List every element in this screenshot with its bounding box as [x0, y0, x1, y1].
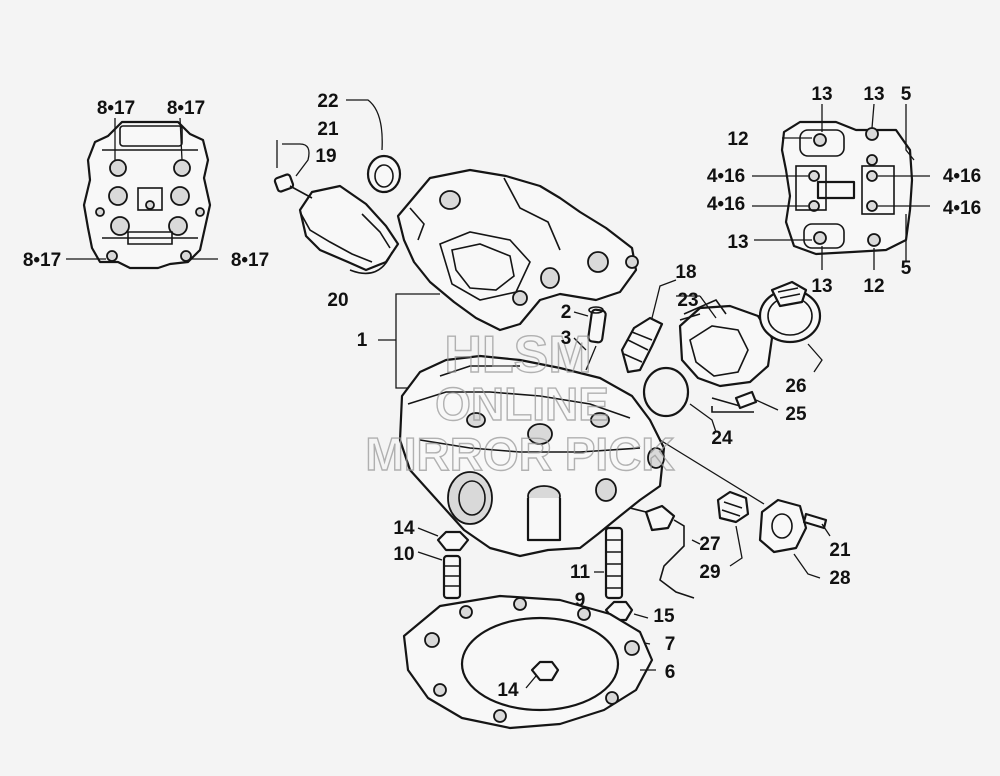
callout-11: 11 [570, 562, 591, 583]
callout-14-top: 14 [393, 518, 415, 539]
cylinder-head [398, 354, 666, 558]
callout-13-top-a: 13 [811, 84, 832, 105]
callout-4-16-left-top: 4•16 [707, 166, 745, 187]
cover-bolt-pattern [752, 103, 930, 270]
temperature-sensor [629, 504, 701, 599]
callout-5-top: 5 [901, 84, 912, 105]
hose-clamp [758, 280, 823, 373]
intake-boot [676, 295, 774, 388]
callout-4-16-right-bottom: 4•16 [943, 198, 981, 219]
callout-3: 3 [561, 328, 572, 349]
stud-short-left [417, 551, 462, 600]
seal-ring [346, 99, 402, 194]
callout-21-bottom: 21 [829, 540, 851, 561]
callout-labels: 8•17 8•17 8•17 8•17 22 21 19 20 1 2 3 18… [23, 84, 981, 701]
callout-4-16-left-bottom: 4•16 [707, 194, 745, 215]
callout-8-17-bottom-left: 8•17 [23, 250, 61, 271]
callout-12-bottom: 12 [863, 276, 884, 297]
callout-18: 18 [675, 262, 696, 283]
thermostat-housing [659, 439, 831, 579]
callout-1: 1 [357, 330, 368, 351]
callout-8-17-top-right: 8•17 [167, 98, 205, 119]
screw [711, 390, 779, 413]
callout-10: 10 [393, 544, 414, 565]
thermostat [716, 490, 750, 567]
callout-29: 29 [699, 562, 720, 583]
callout-14-bottom: 14 [497, 680, 519, 701]
callout-24: 24 [711, 428, 733, 449]
callout-25: 25 [785, 404, 807, 425]
callout-8-17-top-left: 8•17 [97, 98, 135, 119]
stud-long [594, 526, 624, 600]
watermark-line1: HLSM [444, 326, 591, 384]
o-ring [642, 366, 717, 433]
callout-28: 28 [829, 568, 850, 589]
callout-12-top: 12 [727, 129, 748, 150]
callout-4-16-right-top: 4•16 [943, 166, 981, 187]
callout-15: 15 [653, 606, 675, 627]
cylinder-head-top-view [66, 117, 218, 270]
callout-13-left: 13 [727, 232, 748, 253]
callout-2: 2 [561, 302, 572, 323]
callout-7: 7 [665, 634, 676, 655]
watermark-line3: MIRROR PICK [365, 428, 674, 480]
callout-26: 26 [785, 376, 806, 397]
spark-plug [620, 279, 677, 374]
valve-cover [273, 140, 400, 275]
callout-27: 27 [699, 534, 720, 555]
callout-9: 9 [575, 590, 586, 611]
callout-21-top: 21 [317, 119, 339, 140]
callout-13-top-b: 13 [863, 84, 884, 105]
cam-housing [396, 168, 639, 332]
callout-13-bottom: 13 [811, 276, 832, 297]
callout-20: 20 [327, 290, 348, 311]
watermark: HLSM ONLINE MIRROR PICK [365, 325, 676, 480]
callout-19: 19 [315, 146, 336, 167]
callout-6: 6 [665, 662, 676, 683]
watermark-line2: ONLINE [435, 378, 609, 430]
callout-22: 22 [317, 91, 338, 112]
callout-5-bottom: 5 [901, 258, 912, 279]
callout-23: 23 [677, 290, 698, 311]
dowel-pin [573, 306, 607, 371]
flange-nut-left [417, 527, 470, 552]
head-gasket [402, 594, 656, 730]
callout-8-17-bottom-right: 8•17 [231, 250, 269, 271]
